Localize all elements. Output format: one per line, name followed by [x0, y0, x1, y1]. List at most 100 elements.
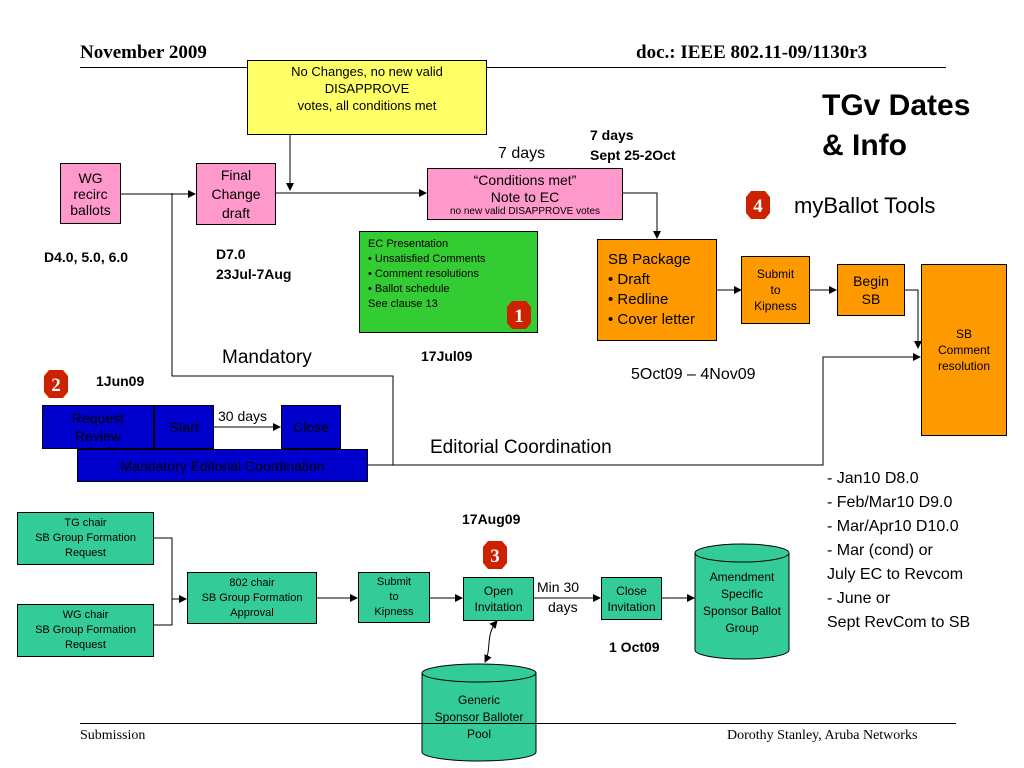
request-review-line-1: Request: [71, 410, 125, 426]
aug17-label: 17Aug09: [462, 511, 521, 527]
sb-package-line-2: • Draft: [608, 271, 650, 288]
no-changes-line-3: votes, all conditions met: [297, 98, 437, 113]
wg-recirc-line-1: WG: [78, 169, 103, 186]
request-review-line-2: Review: [75, 428, 121, 444]
mandatory-editorial-label: Mandatory Editorial Coordination: [120, 457, 325, 474]
tg-chair-box: TG chair SB Group Formation Request: [17, 512, 154, 565]
final-change-line-2: Change: [211, 185, 261, 202]
final-change-line-3: draft: [221, 204, 250, 221]
close-top-label: Close: [293, 419, 329, 435]
tg-chair-line-2: SB Group Formation: [35, 532, 136, 544]
sb-package-box: SB Package • Draft • Redline • Cover let…: [597, 239, 717, 341]
footer-rule: [80, 723, 956, 724]
oct1-label: 1 Oct09: [609, 639, 660, 655]
close-top-box: Close: [281, 405, 341, 449]
sb-comment-line-2: Comment: [937, 343, 990, 357]
submit-top-line-1: Submit: [756, 267, 795, 281]
no-changes-line-2: DISAPPROVE: [324, 81, 410, 96]
jun1-label: 1Jun09: [96, 373, 145, 389]
schedule-item: - Mar/Apr10 D10.0: [827, 518, 959, 535]
ec-presentation-box: EC Presentation • Unsatisfied Comments •…: [359, 231, 538, 333]
wg-chair-box: WG chair SB Group Formation Request: [17, 604, 154, 657]
generic-pool-line-3: Pool: [466, 727, 492, 741]
submit-kipness-top-box: Submit to Kipness: [741, 256, 810, 324]
start-label: Start: [169, 419, 199, 435]
schedule-item: Sept RevCom to SB: [827, 614, 971, 631]
open-invitation-line-2: Invitation: [474, 600, 523, 614]
d4-6-label: D4.0, 5.0, 6.0: [44, 249, 129, 265]
badge-4-text: 4: [753, 196, 763, 217]
final-change-draft-box: Final Change draft: [196, 163, 276, 225]
schedule-item: - Feb/Mar10 D9.0: [827, 494, 953, 511]
badge-2-icon: 2: [44, 370, 68, 398]
header-rule: [80, 67, 946, 68]
amendment-line-1: Amendment: [709, 570, 775, 584]
submit-top-line-2: to: [770, 283, 781, 297]
seven-days-bold-label: 7 days: [590, 127, 634, 143]
amendment-line-3: Sponsor Ballot: [702, 604, 782, 618]
submit-top-line-3: Kipness: [754, 299, 797, 313]
amendment-line-4: Group: [725, 621, 759, 635]
sb-package-line-1: SB Package: [608, 251, 691, 268]
badge-3-text: 3: [490, 546, 500, 567]
wg-recirc-ballots-box: WG recirc ballots: [60, 163, 121, 224]
mandatory-label: Mandatory: [222, 347, 312, 368]
submit-kipness-bottom-box: Submit to Kipness: [358, 572, 430, 623]
ec-presentation-line-2: • Unsatisfied Comments: [368, 253, 486, 265]
thirty-days-label: 30 days: [218, 408, 268, 424]
tg-chair-line-1: TG chair: [64, 517, 107, 529]
final-change-line-1: Final: [220, 166, 252, 183]
submit-bottom-line-3: Kipness: [374, 606, 414, 618]
sept-oct-label: Sept 25-2Oct: [590, 147, 676, 163]
begin-sb-line-1: Begin: [853, 273, 889, 289]
ec-presentation-line-1: EC Presentation: [368, 238, 449, 250]
page-title: TGv Dates & Info: [822, 86, 970, 166]
badge-2-text: 2: [51, 375, 61, 396]
begin-sb-line-2: SB: [861, 291, 881, 307]
open-invitation-line-1: Open: [483, 584, 514, 598]
chair-802-line-1: 802 chair: [229, 576, 275, 589]
ec-presentation-line-5: See clause 13: [368, 298, 438, 310]
conditions-met-line-1: “Conditions met”: [473, 171, 577, 188]
sb-package-line-3: • Redline: [608, 291, 669, 308]
chair-802-line-3: Approval: [230, 606, 274, 619]
title-line-1: TGv Dates: [822, 89, 971, 122]
close-invitation-line-1: Close: [616, 583, 647, 598]
begin-sb-box: Begin SB: [837, 264, 905, 316]
header-doc: doc.: IEEE 802.11-09/1130r3: [636, 42, 868, 63]
min30-label: Min 30: [537, 579, 580, 595]
wg-chair-line-2: SB Group Formation: [35, 624, 136, 636]
footer-left: Submission: [80, 728, 146, 743]
mandatory-editorial-box: Mandatory Editorial Coordination: [77, 449, 368, 482]
oct-nov-label: 5Oct09 – 4Nov09: [631, 366, 756, 383]
header-date: November 2009: [80, 42, 207, 63]
no-changes-box: No Changes, no new valid DISAPPROVE vote…: [247, 60, 487, 135]
wg-recirc-line-3: ballots: [70, 201, 111, 218]
tg-chair-line-3: Request: [65, 547, 106, 559]
wg-chair-line-1: WG chair: [62, 609, 109, 621]
close-invitation-box: Close Invitation: [601, 577, 662, 620]
jul17-label: 17Jul09: [421, 348, 473, 364]
close-invitation-line-2: Invitation: [607, 599, 656, 614]
generic-pool-cylinder: Generic Sponsor Balloter Pool: [422, 692, 536, 743]
submit-bottom-line-1: Submit: [376, 576, 412, 588]
no-changes-line-1: No Changes, no new valid: [291, 64, 443, 79]
badge-4-icon: 4: [746, 191, 770, 219]
start-box: Start: [154, 405, 214, 449]
sb-comment-line-3: resolution: [937, 359, 991, 373]
generic-pool-line-1: Generic: [457, 693, 501, 707]
badge-1-icon: 1: [507, 301, 531, 329]
ec-presentation-line-4: • Ballot schedule: [368, 283, 450, 295]
myballot-tools-label: myBallot Tools: [794, 193, 936, 218]
generic-pool-line-2: Sponsor Balloter: [434, 710, 524, 724]
schedule-list: - Jan10 D8.0 - Feb/Mar10 D9.0 - Mar/Apr1…: [827, 467, 970, 635]
wg-recirc-line-2: recirc: [73, 185, 108, 202]
badge-1-text: 1: [514, 306, 524, 327]
editorial-coordination-label: Editorial Coordination: [430, 437, 612, 458]
chair-802-box: 802 chair SB Group Formation Approval: [187, 572, 317, 624]
chair-802-line-2: SB Group Formation: [201, 591, 303, 604]
ec-presentation-line-3: • Comment resolutions: [368, 268, 479, 280]
schedule-item: - June or: [827, 590, 891, 607]
schedule-item: - Mar (cond) or: [827, 542, 933, 559]
sb-comment-resolution-box: SB Comment resolution: [921, 264, 1007, 436]
